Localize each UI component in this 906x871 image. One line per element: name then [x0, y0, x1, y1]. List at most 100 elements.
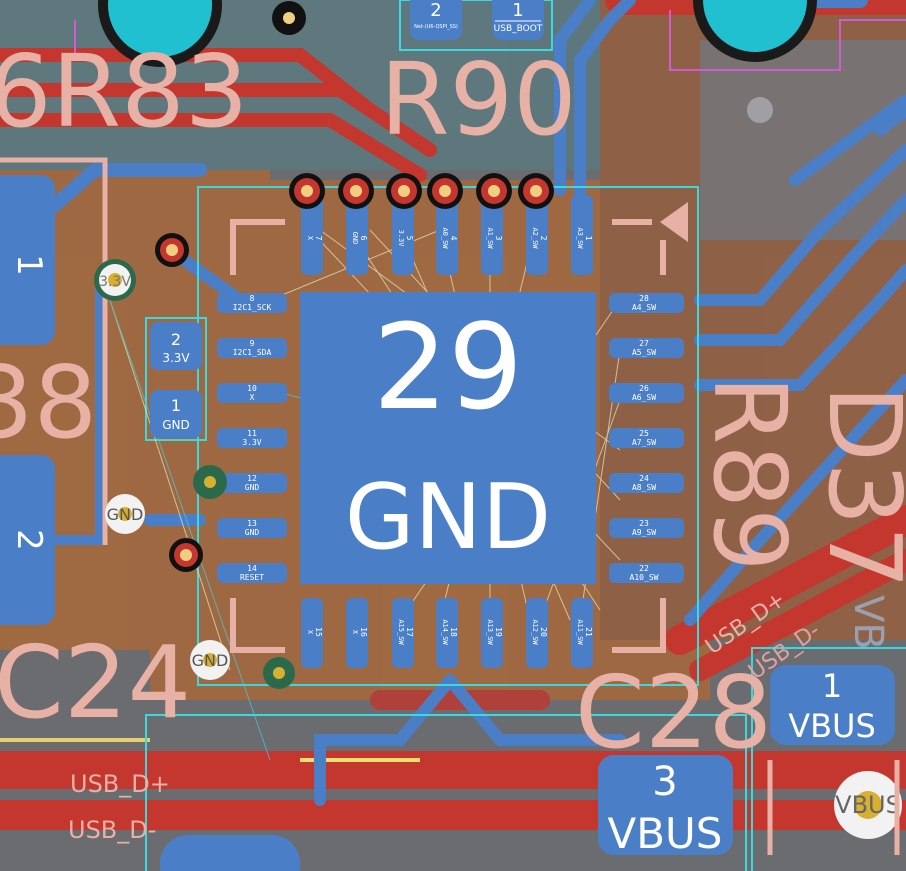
left-edge-pad-1-num: 1 [9, 254, 49, 276]
ic-pin-top-5[interactable] [392, 195, 414, 275]
left-cap-pad2-net: 3.3V [162, 351, 190, 365]
ic-pin-left-net: GND [245, 528, 260, 537]
ic-pin-right-num: 26 [639, 384, 649, 393]
usb-pad-1[interactable] [770, 665, 895, 745]
ref-r89: R89 [691, 375, 808, 572]
ic-pin-bottom-num: 18 [449, 627, 458, 637]
ic-pin-top-6[interactable] [346, 195, 368, 275]
ic-silkscreen [230, 202, 688, 653]
ic-pin-bottom-num: 21 [584, 627, 593, 637]
ic-pin-top-net: A3_SW [576, 227, 584, 249]
ic-pin-bottom-num: 20 [539, 627, 548, 637]
top-via-drill [530, 185, 542, 197]
ref-r83: 6R83 [0, 33, 248, 150]
left-cap-pad-2[interactable] [150, 322, 202, 370]
ic-pin-left-net: I2C1_SCK [233, 303, 272, 312]
ic-pin-bottom-net: A11_SW [576, 619, 584, 645]
via-33v-label: 3.3V [99, 274, 131, 290]
ic-exposed-pad[interactable] [300, 292, 596, 584]
ic-pin-left-13[interactable] [217, 518, 287, 538]
ic-pin-right-26[interactable] [609, 383, 684, 403]
ic-pin-left-10[interactable] [217, 383, 287, 403]
ic-pin-right-net: A7_SW [632, 438, 656, 447]
left-cap-pad2-num: 2 [171, 330, 181, 349]
top-via-drill [301, 185, 313, 197]
ic-pin-right-num: 23 [639, 519, 649, 528]
usb-dm-label: USB_D- [68, 816, 156, 844]
top-via-drill [350, 185, 362, 197]
ic-pin-top-3[interactable] [481, 195, 503, 275]
ic-pin-right-net: A4_SW [632, 303, 656, 312]
usb-pad-3-net: VBUS [608, 809, 723, 858]
left-capacitor-footprint: 2 3.3V 1 GND [150, 322, 202, 438]
ic-pin-right-27[interactable] [609, 338, 684, 358]
ic-pin-bottom-19[interactable] [481, 598, 503, 668]
ic-pin-left-14[interactable] [217, 563, 287, 583]
ic-pin-top-2[interactable] [526, 195, 548, 275]
ic-pin-top-num: 5 [405, 236, 414, 241]
top-connector-pad-1[interactable] [492, 0, 544, 40]
ic-pin-right-net: A5_SW [632, 348, 656, 357]
ic-center-pad-number: 29 [373, 298, 523, 436]
ic-pin-left-8[interactable] [217, 293, 287, 313]
ref-vb-partial: VB [845, 595, 891, 650]
ic-pin-top-4[interactable] [436, 195, 458, 275]
ic-pin-right-25[interactable] [609, 428, 684, 448]
ic-pin-right-23[interactable] [609, 518, 684, 538]
ic-pin-left-11[interactable] [217, 428, 287, 448]
ref-d37-partial: D37 [806, 385, 906, 589]
ic-pin-bottom-16[interactable] [346, 598, 368, 668]
ref-r88-partial: 38 [0, 344, 97, 461]
ic-pin-left-num: 11 [247, 429, 257, 438]
ic-pin-left-num: 9 [250, 339, 255, 348]
ic-pin-right-24[interactable] [609, 473, 684, 493]
ic-pin-right-net: A8_SW [632, 483, 656, 492]
ic-pin-right-net: A6_SW [632, 393, 656, 402]
ic-pin-left-12[interactable] [217, 473, 287, 493]
silkscreen-designators: 6R83 R90 38 C24 C28 D37 R89 VB [0, 33, 906, 771]
ic-pin-top-7[interactable] [301, 195, 323, 275]
ic-pin-top-net: A0_SW [441, 227, 449, 249]
ic-pin-top-num: 2 [539, 236, 548, 241]
mounting-holes [98, 0, 817, 123]
ic-pin-bottom-num: 17 [405, 627, 414, 637]
ic-pin-left-num: 8 [250, 294, 255, 303]
ref-c24: C24 [0, 624, 191, 741]
usb-pad-3[interactable] [598, 755, 733, 855]
front-copper-traces [0, 0, 906, 830]
left-edge-pad-2-num: 2 [9, 529, 49, 551]
top-connector-pad-2[interactable] [410, 0, 462, 40]
ic-pin-top-1[interactable] [571, 195, 593, 275]
ic-pin-top-num: 1 [584, 236, 593, 241]
ic-pin-left-9[interactable] [217, 338, 287, 358]
ic-pin-right-22[interactable] [609, 563, 684, 583]
ic-pin-bottom-21[interactable] [571, 598, 593, 668]
top-connector-pad1-net: USB_BOOT [494, 24, 543, 34]
ic-pin-top-net: X [306, 236, 314, 241]
ic-pin-top-net: GND [351, 232, 359, 245]
ic-pin-bottom-15[interactable] [301, 598, 323, 668]
ic-pin-bottom-20[interactable] [526, 598, 548, 668]
ic-pin-left-num: 10 [247, 384, 257, 393]
ic-pin-top-num: 3 [494, 236, 503, 241]
ic-pin-bottom-net: A14_SW [441, 619, 449, 645]
top-via-drill [398, 185, 410, 197]
ic-pin-bottom-num: 16 [359, 627, 368, 637]
left-edge-pad-2[interactable] [0, 455, 55, 625]
usb-connector-pads: 1 VBUS 3 VBUS [160, 665, 900, 871]
left-edge-pad-1[interactable] [0, 175, 55, 345]
left-cap-pad-1[interactable] [150, 390, 202, 438]
ic-center-pad-net: GND [345, 465, 551, 570]
ic-pin-bottom-net: X [306, 630, 314, 635]
ic-pin-bottom-17[interactable] [392, 598, 414, 668]
ref-r90: R90 [380, 41, 577, 158]
ic-pin-right-28[interactable] [609, 293, 684, 313]
ic-pin-left-num: 13 [247, 519, 257, 528]
usb-pad-1-net: VBUS [788, 707, 876, 745]
ic-pin-bottom-18[interactable] [436, 598, 458, 668]
ic-pin-top-net: A1_SW [486, 227, 494, 249]
left-edge-component: 1 2 [0, 157, 108, 625]
